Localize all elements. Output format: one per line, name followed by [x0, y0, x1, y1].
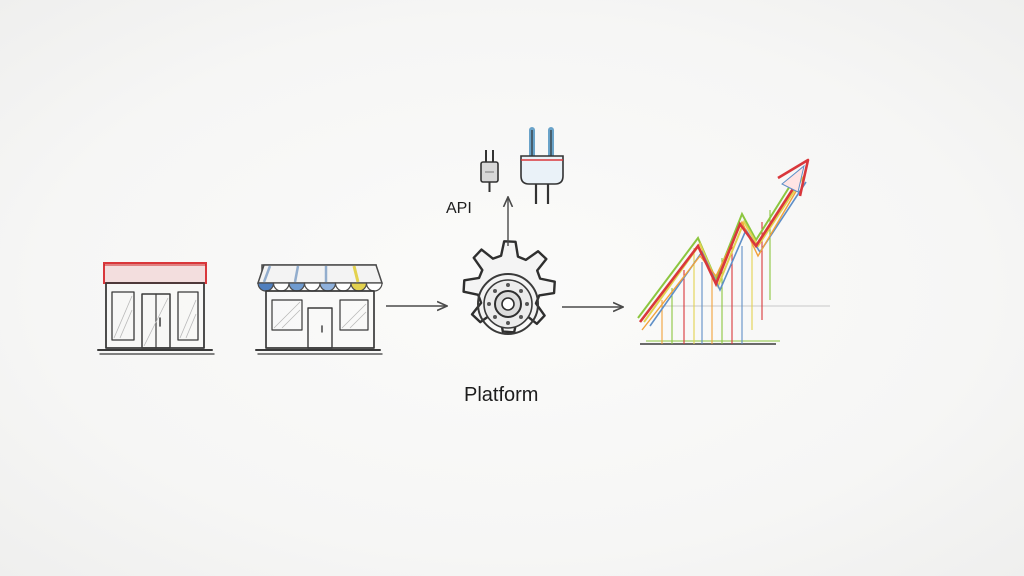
- growth-chart-icon: [637, 158, 830, 345]
- plug-icon: [480, 127, 564, 204]
- storefront-icon: [97, 262, 215, 355]
- api-label: API: [446, 200, 472, 217]
- gear-icon: [462, 240, 556, 335]
- shop-awning-icon: [255, 264, 384, 355]
- platform-label: Platform: [464, 384, 539, 406]
